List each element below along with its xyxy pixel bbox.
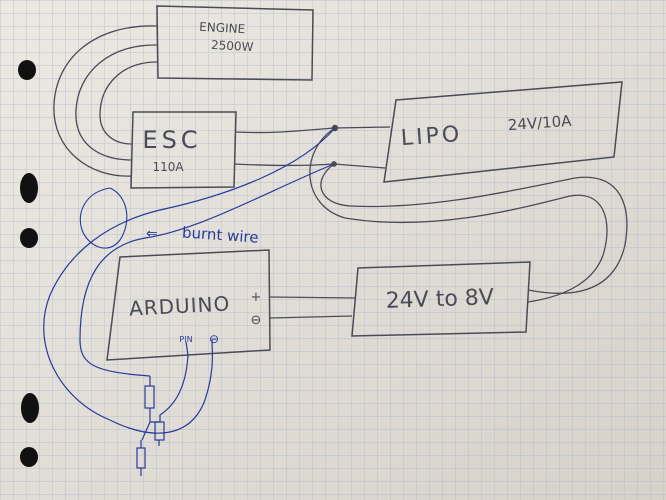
annotation-arrow: ⇐ bbox=[146, 226, 158, 242]
converter-box: 24V to 8V bbox=[351, 261, 531, 337]
arduino-pin-label: PIN bbox=[179, 335, 192, 344]
esc-rating: 110A bbox=[152, 160, 184, 174]
lipo-rating: 24V/10A bbox=[507, 112, 573, 134]
arduino-pin-minus: ⊖ bbox=[209, 332, 219, 346]
burnt-wire-annotation: ⇐ burnt wire bbox=[146, 223, 259, 246]
converter-label: 24V to 8V bbox=[385, 285, 494, 314]
engine-rating: 2500W bbox=[211, 38, 254, 54]
arduino-minus-terminal: ⊖ bbox=[251, 313, 262, 328]
signal-wires bbox=[43, 127, 336, 434]
arduino-plus-terminal: + bbox=[251, 290, 262, 305]
lipo-label: LIPO bbox=[400, 122, 463, 151]
battery-converter-wires bbox=[309, 127, 628, 303]
resistor-divider bbox=[136, 341, 189, 476]
arduino-box: ARDUINO + ⊖ PIN ⊖ bbox=[106, 249, 271, 361]
annotation-text: burnt wire bbox=[182, 223, 260, 246]
engine-box: ENGINE 2500W bbox=[156, 5, 314, 81]
binder-holes bbox=[18, 60, 39, 467]
arduino-converter-wires bbox=[269, 296, 356, 319]
motor-phase-wires bbox=[53, 25, 158, 177]
esc-box: ESC 110A bbox=[130, 111, 237, 189]
lipo-box: LIPO 24V/10A bbox=[383, 81, 623, 183]
esc-label: ESC bbox=[142, 126, 201, 154]
arduino-label: ARDUINO bbox=[128, 291, 230, 320]
engine-label: ENGINE bbox=[199, 20, 246, 36]
